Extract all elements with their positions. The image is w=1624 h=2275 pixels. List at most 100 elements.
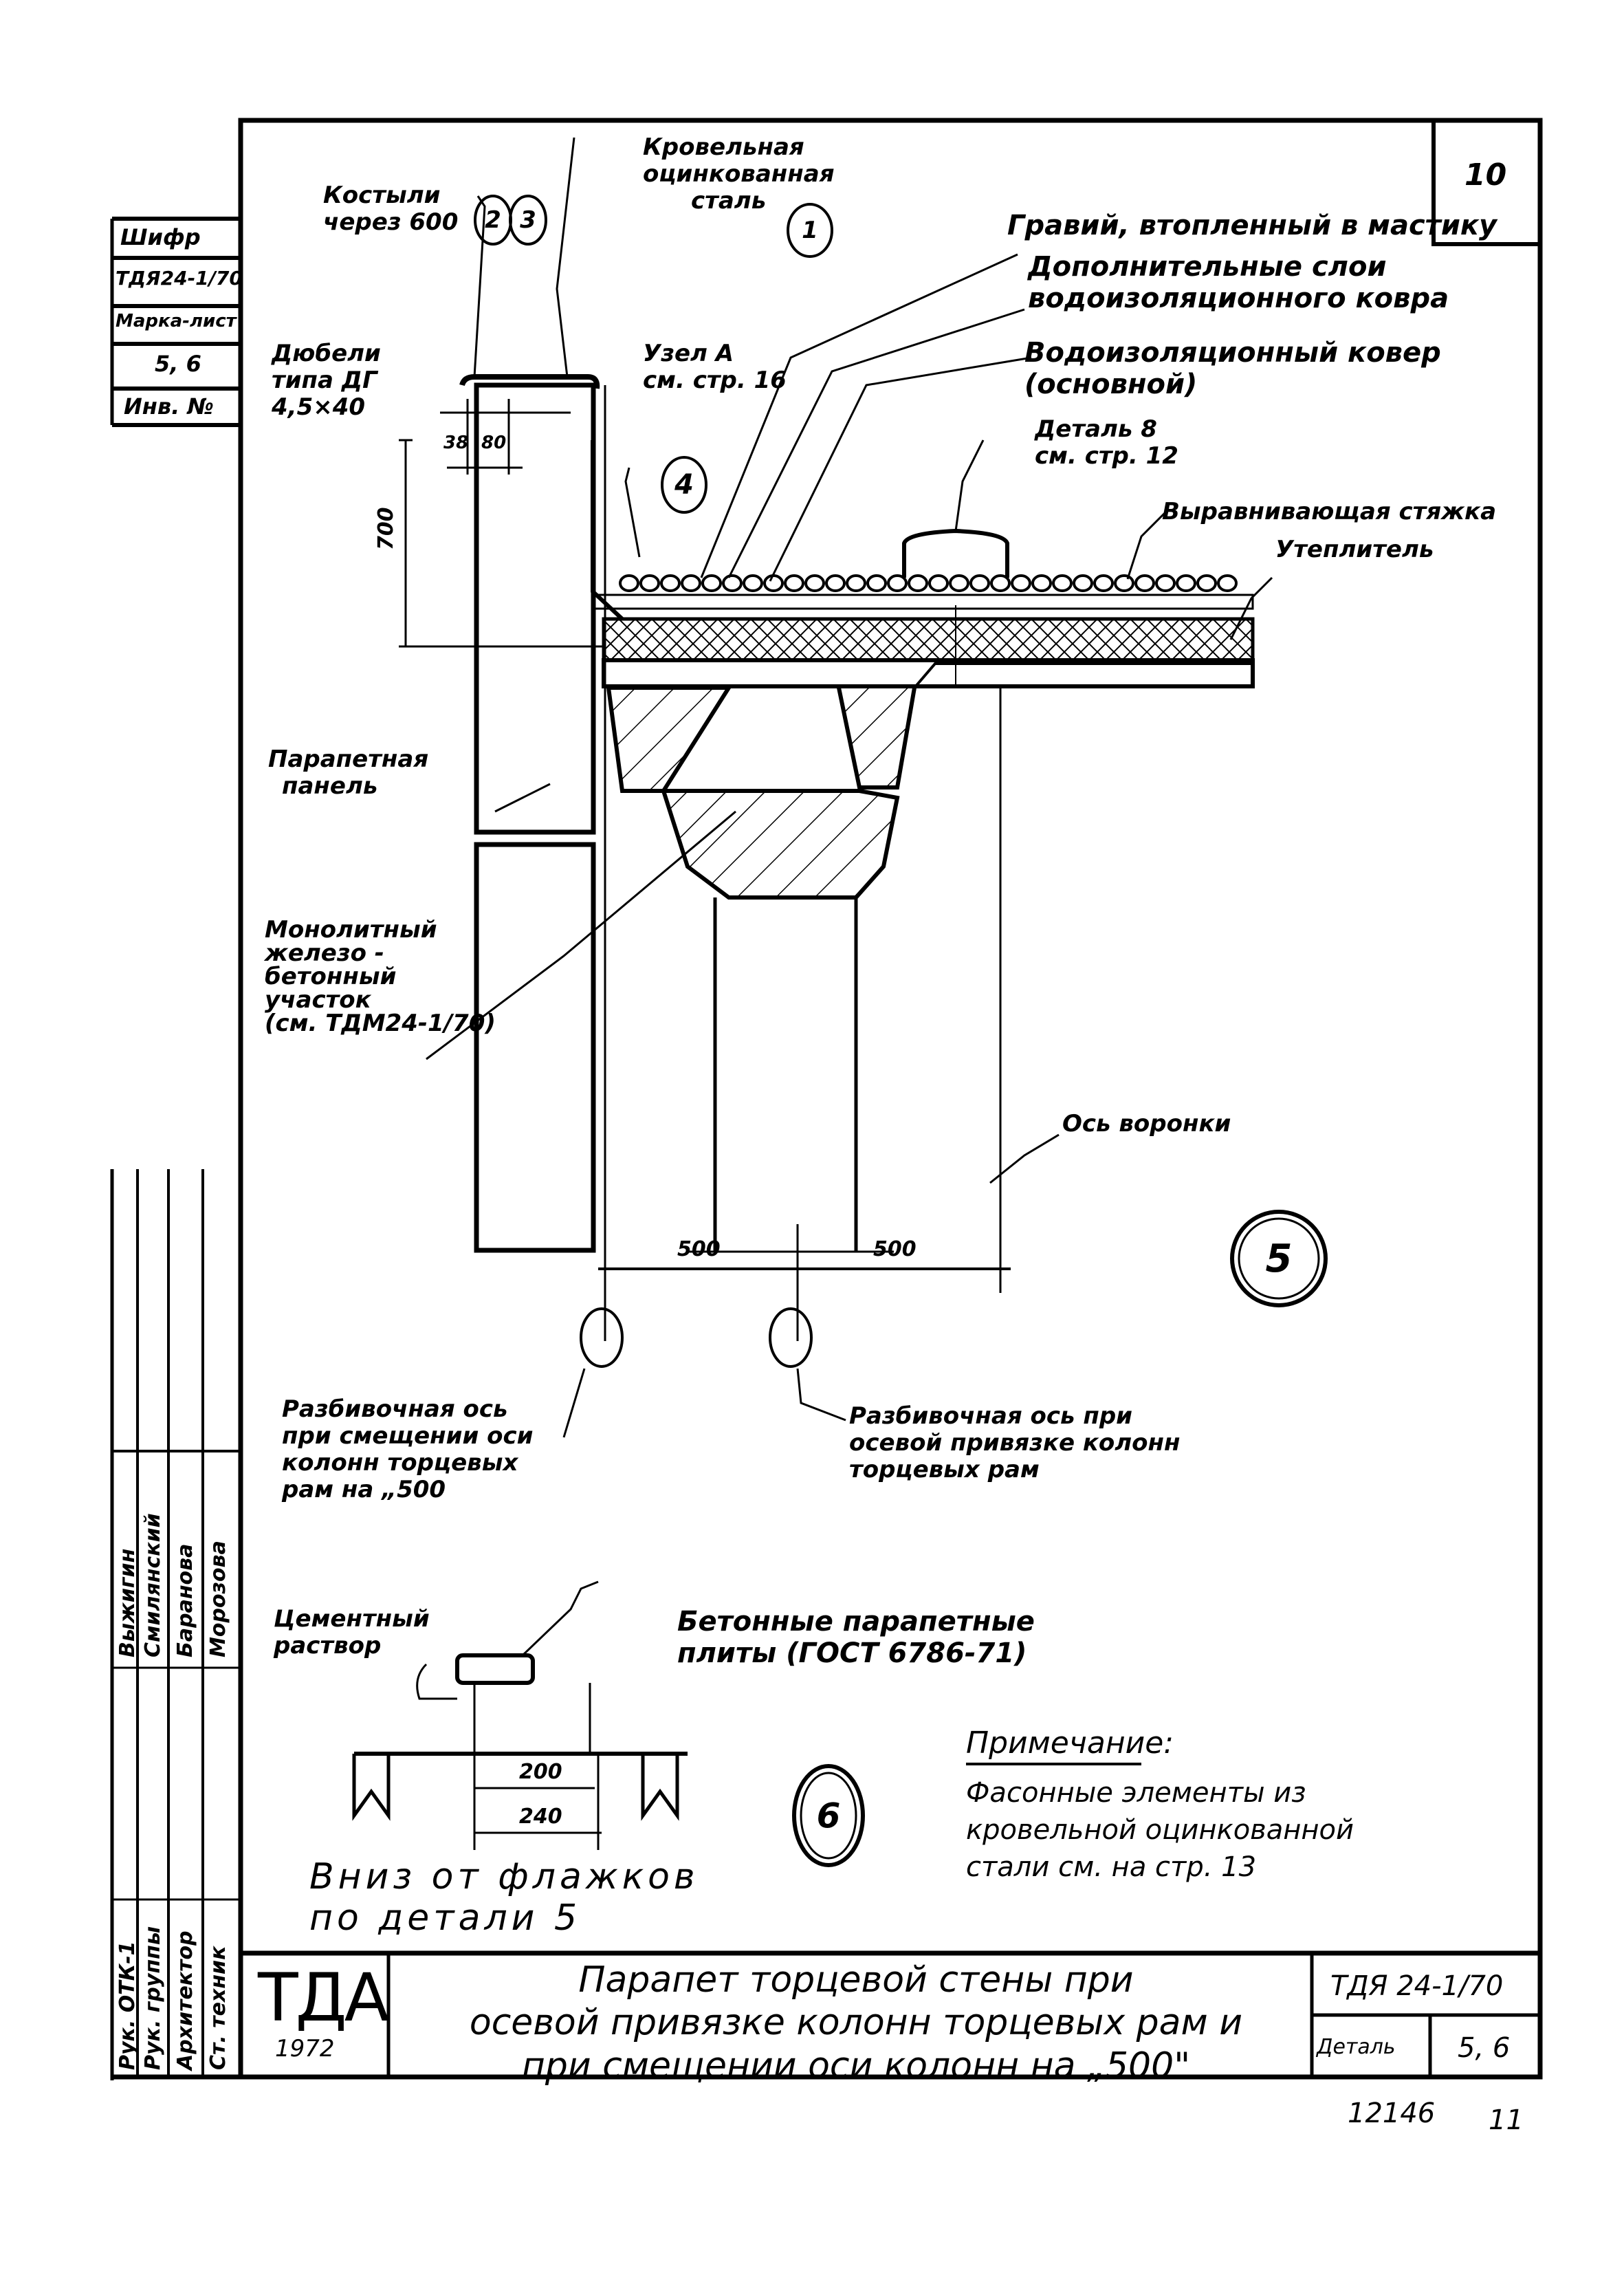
label-detail8-line1: Деталь 8 (1035, 415, 1157, 443)
dim-right-span: 500 (873, 1237, 917, 1261)
label-main-carpet-line2: (основной) (1024, 369, 1198, 400)
label-monolith-line2: железо - (265, 939, 384, 967)
footer-code: 12146 (1348, 2098, 1436, 2129)
title-code: ТДЯ 24-1/70 (1330, 1970, 1504, 2002)
sheet-frame (110, 118, 1543, 2080)
label-insulation: Утеплитель (1275, 536, 1434, 563)
label-dowels-line1: Дюбели (272, 340, 381, 367)
signature-name-2: Смилянский (141, 1513, 165, 1657)
axis-note-left-line2: при смещении оси (282, 1422, 534, 1450)
stamp-mark-sheet-label: Марка-лист (116, 311, 237, 331)
label-screed: Выравнивающая стяжка (1162, 498, 1497, 525)
label-dowels: Дюбели типа ДГ 4,5×40 (272, 340, 381, 421)
signature-role-group: Рук. группы (141, 1926, 165, 2070)
label-dowels-line3: 4,5×40 (272, 393, 366, 422)
detail-5-drawing (399, 137, 1273, 1438)
label-detail8-line2: см. стр. 12 (1035, 442, 1178, 470)
callout-4: 4 (674, 469, 694, 501)
label-monolith-line1: Монолитный (265, 916, 437, 944)
label-dowels-line2: типа ДГ (272, 367, 377, 395)
note-line1: Фасонные элементы из (966, 1777, 1306, 1809)
stamp-cipher-label: Шифр (120, 224, 201, 250)
label-roof-steel-line1: Кровельная (643, 133, 804, 161)
dim-height: 700 (374, 507, 398, 550)
signature-name-4: Морозова (206, 1541, 230, 1657)
label-extra-layers: Дополнительные слои водоизоляционного ко… (1028, 251, 1449, 314)
label-monolith-line5: (см. ТДМ24-1/70) (265, 1010, 496, 1037)
axis-bubble-right (769, 1307, 813, 1368)
label-monolith-line4: участок (265, 986, 371, 1014)
detail6-caption-line1: Вниз от флажков (309, 1856, 699, 1897)
dim-inner-200: 200 (519, 1760, 562, 1784)
title-detail-value: 5, 6 (1458, 2032, 1511, 2064)
label-mortar-line1: Цементный (274, 1605, 430, 1633)
label-roof-steel: Кровельная оцинкованная сталь (643, 133, 835, 215)
axis-note-right-line3: торцевых рам (849, 1456, 1040, 1484)
dim-top-b: 80 (481, 433, 507, 453)
signature-name-1: Выжигин (116, 1548, 140, 1657)
label-node-a-line1: Узел А (643, 340, 734, 367)
label-gravel: Гравий, втопленный в мастику (1007, 210, 1497, 241)
label-main-carpet-line1: Водоизоляционный ковер (1024, 337, 1441, 369)
dim-outer-240: 240 (519, 1805, 562, 1829)
label-main-carpet: Водоизоляционный ковер (основной) (1024, 337, 1441, 400)
label-monolith: Монолитный железо - бетонный участок (см… (265, 918, 496, 1035)
title-detail-label: Деталь (1317, 2035, 1396, 2059)
axis-bubble-left (580, 1307, 624, 1368)
axis-note-left-line1: Разбивочная ось (282, 1395, 508, 1423)
footer-page: 11 (1489, 2104, 1524, 2136)
axis-note-right: Разбивочная ось при осевой привязке коло… (849, 1402, 1181, 1484)
detail-5-number: 5 (1265, 1236, 1293, 1281)
signature-role-otk: Рук. ОТК-1 (116, 1941, 140, 2070)
note-line3: стали см. на стр. 13 (966, 1851, 1257, 1883)
detail6-caption-line2: по детали 5 (309, 1897, 582, 1939)
label-parapet-panel: Парапетная панель (268, 745, 429, 801)
note-line2: кровельной оцинкованной (966, 1814, 1354, 1846)
detail6-caption: Вниз от флажков по детали 5 (309, 1856, 699, 1939)
detail-6-drawing (352, 1580, 1141, 1867)
label-extra-layers-line1: Дополнительные слои (1028, 251, 1387, 283)
label-kostyli: Костыли через 600 (323, 182, 458, 236)
label-slabs-line1: Бетонные парапетные (677, 1606, 1035, 1637)
detail-5-marker (1230, 1210, 1328, 1307)
signature-role-architect: Архитектор (173, 1930, 197, 2070)
label-node-a-line2: см. стр. 16 (643, 367, 787, 395)
note-title: Примечание: (966, 1726, 1174, 1761)
label-parapet-panel-line2: панель (282, 772, 378, 801)
title-line2: осевой привязке колонн торцевых рам и (469, 2002, 1243, 2044)
label-kostyli-line2: через 600 (323, 208, 459, 237)
label-mortar-line2: раствор (274, 1632, 382, 1660)
title-line1: Парапет торцевой стены при (578, 1959, 1134, 2001)
axis-note-left: Разбивочная ось при смещении оси колонн … (282, 1395, 534, 1504)
stamp-inv-label: Инв. № (124, 393, 214, 420)
label-node-a: Узел А см. стр. 16 (643, 340, 787, 394)
callout-3: 3 (520, 206, 536, 234)
callout-circles (474, 195, 833, 514)
label-detail8: Деталь 8 см. стр. 12 (1035, 415, 1178, 470)
label-funnel-axis: Ось воронки (1062, 1110, 1231, 1138)
page-number: 10 (1464, 157, 1507, 193)
label-parapet-panel-line1: Парапетная (268, 745, 429, 773)
axis-note-left-line3: колонн торцевых (282, 1449, 518, 1477)
callout-2: 2 (485, 206, 501, 234)
signature-name-3: Баранова (173, 1543, 197, 1657)
label-extra-layers-line2: водоизоляционного ковра (1028, 283, 1449, 314)
label-mortar: Цементный раствор (274, 1605, 430, 1660)
title-text: Парапет торцевой стены при осевой привяз… (413, 1959, 1299, 2087)
label-roof-steel-line2: оцинкованная (643, 160, 835, 188)
detail-6-number: 6 (816, 1796, 841, 1836)
label-monolith-line3: бетонный (265, 963, 397, 990)
dim-left-span: 500 (677, 1237, 721, 1261)
stamp-cipher-value: ТДЯ24-1/70 (116, 267, 243, 290)
axis-note-right-line2: осевой привязке колонн (849, 1429, 1181, 1457)
label-kostyli-line1: Костыли (323, 182, 441, 209)
label-slabs-line2: плиты (ГОСТ 6786-71) (677, 1637, 1027, 1669)
axis-note-left-line4: рам на „500 (282, 1476, 446, 1504)
title-year: 1972 (275, 2035, 335, 2062)
callout-1: 1 (802, 217, 818, 244)
axis-note-right-line1: Разбивочная ось при (849, 1402, 1133, 1430)
title-line3: при смещении оси колонн на „500" (521, 2045, 1191, 2087)
gravel-layer (619, 574, 1238, 592)
label-slabs: Бетонные парапетные плиты (ГОСТ 6786-71) (677, 1606, 1035, 1669)
